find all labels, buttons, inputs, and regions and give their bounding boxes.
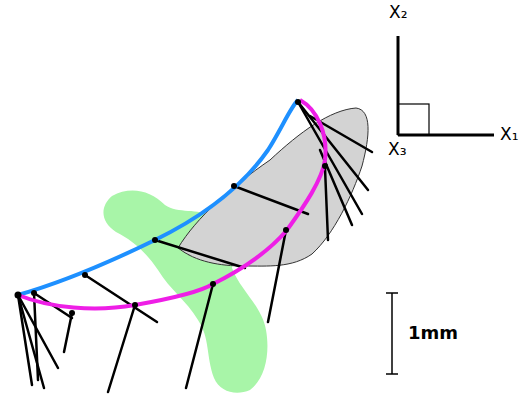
axis-label: X₁ [500, 126, 518, 143]
struts [18, 102, 372, 392]
joints [15, 99, 329, 316]
blue-curve [18, 100, 298, 295]
scale-label: 1mm [408, 324, 458, 342]
scale-bar [386, 293, 398, 374]
axes [398, 36, 494, 135]
magenta-curve [18, 100, 326, 308]
axis-label: X₃ [388, 141, 406, 158]
axis-label: X₂ [389, 4, 407, 21]
